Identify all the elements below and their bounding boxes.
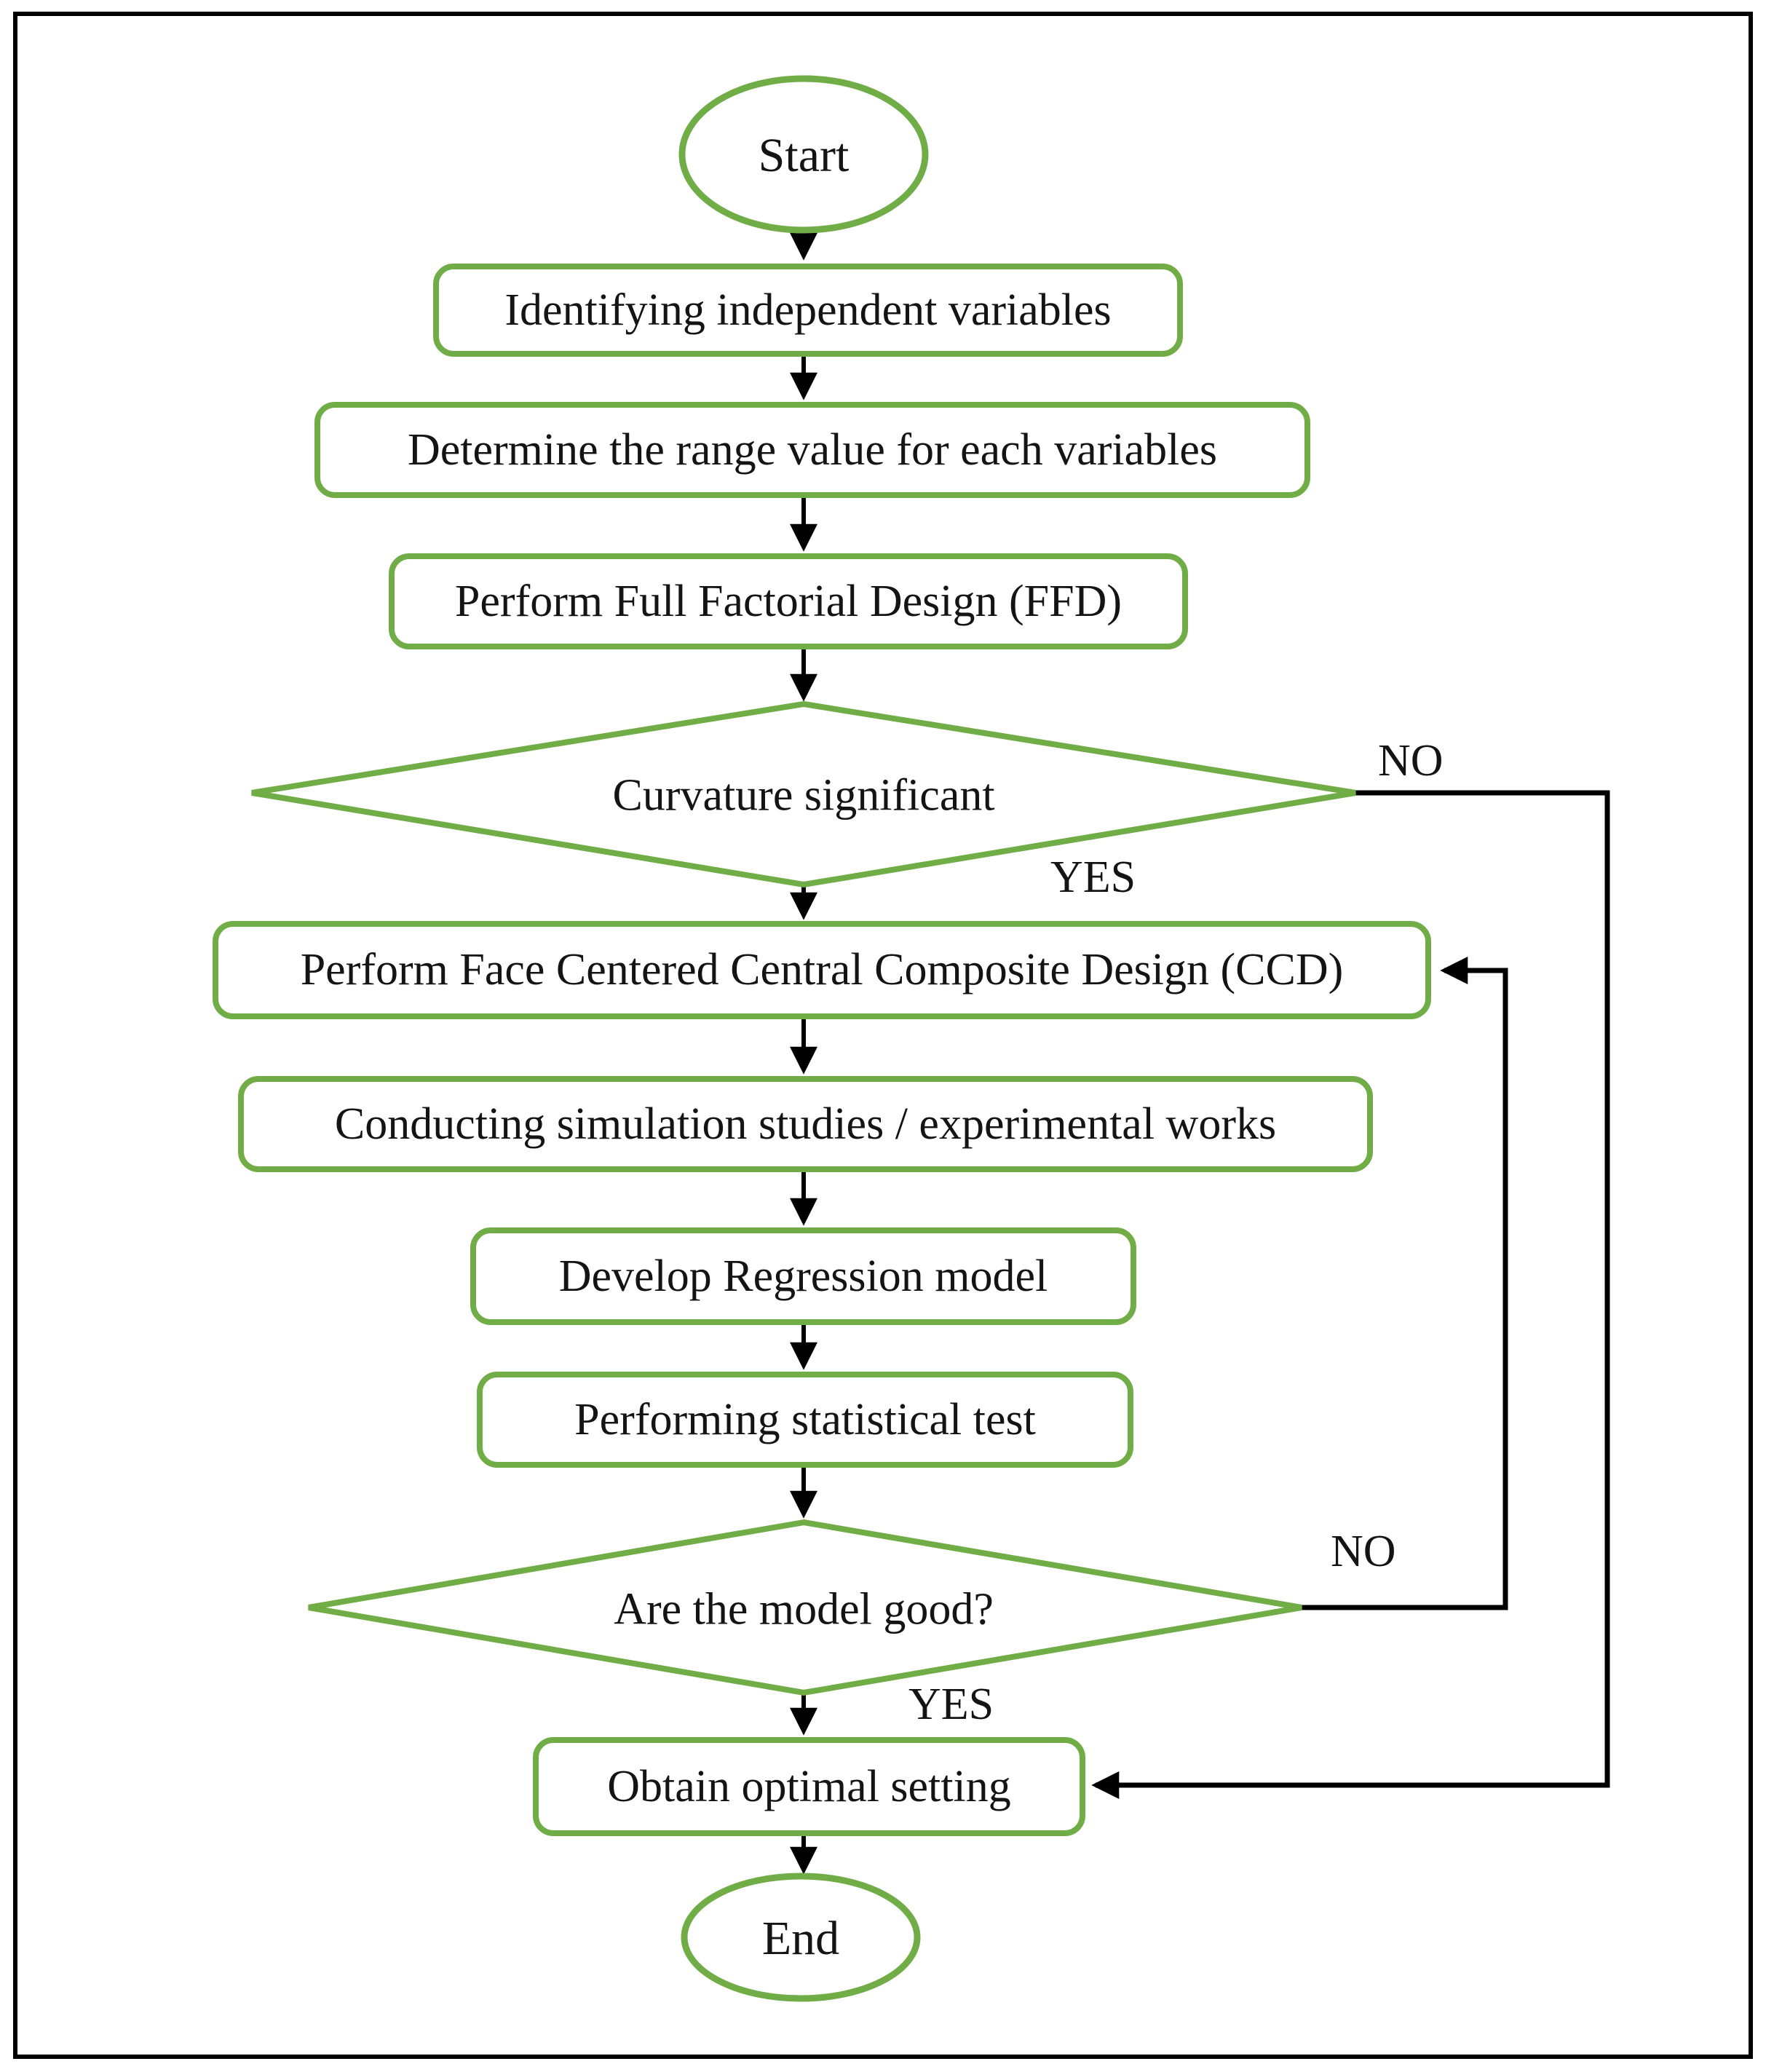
edge-label-curvature-no: NO	[1378, 736, 1444, 786]
decision-label-model-good: Are the model good?	[614, 1584, 994, 1634]
end-terminator-ellipse	[681, 1873, 921, 2002]
process-box-ccd: Perform Face Centered Central Composite …	[213, 921, 1431, 1019]
decision-diamond-model-good	[308, 1519, 1302, 1696]
process-label: Obtain optimal setting	[607, 1761, 1011, 1811]
process-box-identify-variables: Identifying independent variables	[433, 264, 1183, 357]
process-label: Perform Full Factorial Design (FFD)	[454, 576, 1122, 626]
process-label: Conducting simulation studies / experime…	[334, 1099, 1277, 1149]
start-label: Start	[758, 129, 850, 182]
edge-label-model-no: NO	[1331, 1527, 1396, 1576]
process-label: Develop Regression model	[558, 1251, 1048, 1301]
process-label: Determine the range value for each varia…	[408, 424, 1217, 475]
process-label: Identifying independent variables	[504, 285, 1112, 335]
start-terminator-ellipse	[678, 75, 929, 234]
edge-label-model-yes: YES	[908, 1680, 994, 1729]
connector-model-no-to-ccd	[1302, 957, 1508, 1610]
process-box-obtain-optimal: Obtain optimal setting	[533, 1737, 1085, 1836]
connector-curvature-no-to-optimal	[1091, 790, 1610, 1799]
process-box-statistical-test: Performing statistical test	[477, 1372, 1133, 1468]
process-box-simulation-studies: Conducting simulation studies / experime…	[238, 1076, 1373, 1172]
end-label: End	[761, 1912, 840, 1965]
process-label: Performing statistical test	[574, 1394, 1036, 1444]
process-label: Perform Face Centered Central Composite …	[300, 945, 1344, 995]
process-box-ffd: Perform Full Factorial Design (FFD)	[389, 553, 1188, 649]
process-box-regression-model: Develop Regression model	[470, 1227, 1136, 1325]
edge-label-curvature-yes: YES	[1050, 853, 1136, 902]
decision-label-curvature: Curvature significant	[612, 770, 995, 821]
decision-diamond-curvature	[251, 700, 1356, 888]
process-box-determine-range: Determine the range value for each varia…	[314, 402, 1310, 498]
